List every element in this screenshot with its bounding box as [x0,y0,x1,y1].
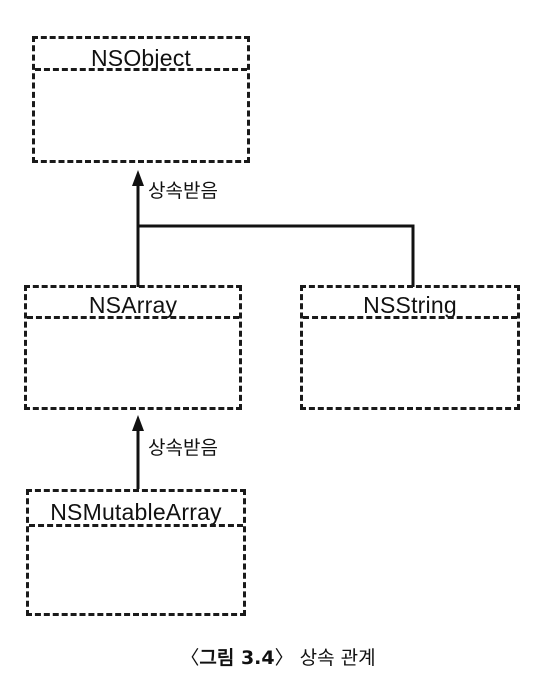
lower-inheritance-label: 상속받음 [148,437,218,459]
nsstring-class-name: NSString [363,292,457,318]
nsarray-class-name: NSArray [88,292,178,318]
caption-figure-number: 그림 3.4 [199,647,275,669]
nsobject-divider [35,68,247,71]
nsstring-to-nsobject-line [136,224,415,287]
nsobject-class-name: NSObject [90,45,192,71]
nsarray-divider [27,316,239,319]
nsmutablearray-divider [29,524,243,527]
nsarray-arrowhead [132,415,144,431]
nsobject-class-box: NSObject [32,36,250,163]
nsmutablearray-class-box: NSMutableArray [26,489,246,616]
figure-caption: 〈그림 3.4〉 상속 관계 [0,646,556,670]
nsstring-divider [303,316,517,319]
caption-open-bracket: 〈 [180,647,200,669]
nsarray-class-box: NSArray [24,285,242,410]
caption-close-bracket: 〉 [274,647,294,669]
upper-inheritance-label: 상속받음 [148,180,218,202]
nsobject-arrowhead [132,170,144,186]
caption-text: 상속 관계 [293,647,376,669]
nsmutablearray-class-name: NSMutableArray [50,499,222,525]
nsstring-class-box: NSString [300,285,520,410]
